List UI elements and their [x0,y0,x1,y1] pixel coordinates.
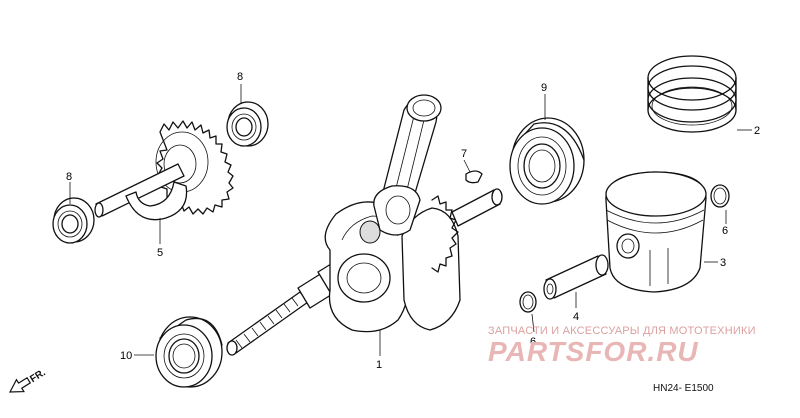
connecting-rod [373,94,442,236]
callout-4: 4 [573,311,579,323]
callout-6a: 6 [722,225,728,237]
bearing-10 [155,316,223,388]
circlip-6-right [710,184,730,208]
callout-2: 2 [754,125,760,137]
bearing-8-left [52,197,95,244]
piston-rings-2 [647,55,737,133]
bearing-9 [509,117,585,205]
callout-1: 1 [376,359,382,371]
callout-9: 9 [541,82,547,94]
piston-pin-4 [543,254,609,300]
callout-10: 10 [120,350,132,362]
leader-lines [69,84,752,356]
diagram-reference-code: HN24- E1500 [653,383,714,394]
callout-5: 5 [157,247,163,259]
crankshaft-1 [226,188,503,356]
watermark-logo: PARTSFOR.RU [488,336,699,367]
balancer-shaft-5 [94,120,234,221]
circlip-6-bottom [519,291,537,313]
callout-6b: 6 [530,336,536,348]
callout-3: 3 [720,257,726,269]
front-arrow-label: FR. [28,367,48,385]
bearing-8-top [226,101,269,147]
piston-3 [605,171,707,293]
callout-8b: 8 [66,171,72,183]
key-7 [465,170,483,184]
watermark-tagline: ЗАПЧАСТИ И АКСЕССУАРЫ ДЛЯ МОТОТЕХНИКИ [488,325,756,337]
callout-8a: 8 [237,71,243,83]
front-direction-arrow: FR. [8,367,48,393]
callout-7: 7 [461,148,467,160]
